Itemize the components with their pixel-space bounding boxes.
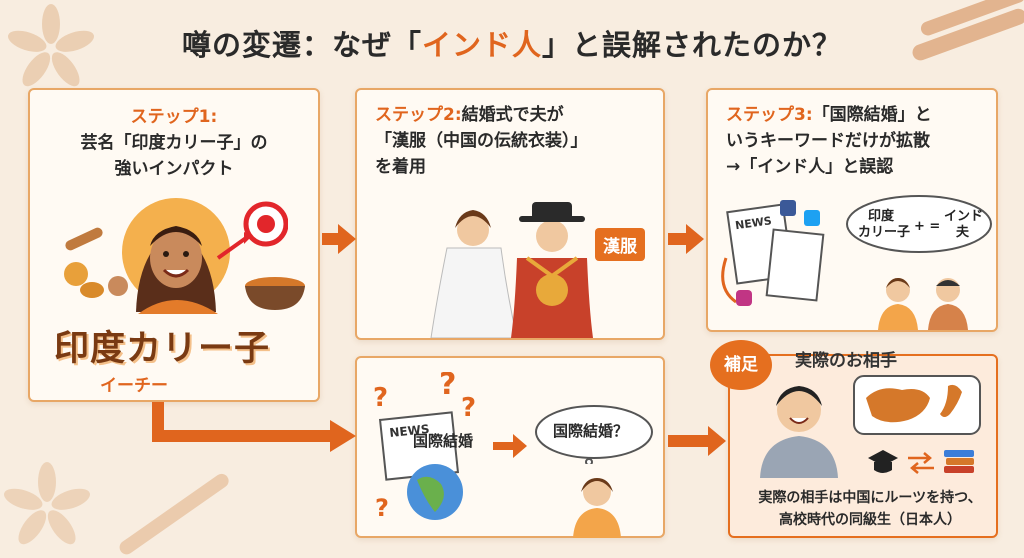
question-thought-bubble — [535, 405, 653, 464]
books-icon — [944, 450, 974, 473]
step3-line3: →「インド人」と誤認 — [726, 157, 894, 177]
note-caption-line1: 実際の相手は中国にルーツを持つ、 — [758, 490, 982, 506]
thinking-woman-icon — [573, 478, 621, 538]
arrow-right-icon — [493, 434, 527, 458]
step2-line1: 結婚式で夫が — [461, 105, 564, 125]
step1-label: ステップ1: — [130, 107, 218, 127]
logo-main-text: 印度カリー子 — [54, 329, 271, 369]
news-spread-icon: NEWS — [721, 200, 825, 306]
thought-bubble: 印度 カリー子 + = インド 夫 — [846, 195, 992, 253]
bubble-operator: + = — [914, 219, 940, 234]
bubble-left-l1: 印度 — [868, 208, 895, 224]
curry-pot-icon — [245, 277, 305, 310]
step1-line2: 強いインパクト — [114, 159, 234, 179]
bubble-right-l2: 夫 — [956, 224, 970, 240]
question-mark-icon: ? — [375, 494, 389, 522]
step2-card: ステップ2:結婚式で夫が 「漢服（中国の伝統衣装）」 を着用 漢服 — [355, 88, 665, 340]
step1-card: ステップ1: 芸名「印度カリー子」の 強いインパクト 印度カリー子 イーチー — [28, 88, 320, 402]
arrow-step1-to-step4 — [152, 402, 356, 452]
step3-label: ステップ3: — [726, 105, 813, 125]
arrow-step4-to-note — [668, 426, 726, 456]
exchange-arrows-icon — [908, 452, 934, 474]
hanfu-tag: 漢服 — [595, 228, 645, 261]
graduation-cap-icon — [868, 450, 898, 473]
news-headline: 国際結婚 — [413, 432, 474, 450]
woman-smiling-icon — [108, 198, 288, 314]
note-caption: 実際の相手は中国にルーツを持つ、 高校時代の同級生（日本人） — [740, 487, 1000, 531]
news-globe-icon: ? ? ? ? NEWS — [373, 372, 476, 522]
step3-news-text: NEWS — [734, 214, 772, 232]
note-title: 実際のお相手 — [795, 351, 897, 371]
man-smiling-icon — [760, 386, 838, 478]
step3-line2: いうキーワードだけが拡散 — [726, 131, 930, 151]
step3-line1: 「国際結婚」と — [812, 105, 932, 125]
note-caption-line2: 高校時代の同級生（日本人） — [779, 512, 961, 528]
step2-line3: を着用 — [375, 157, 426, 177]
two-people-icon — [878, 278, 968, 330]
step3-title: ステップ3:「国際結婚」と いうキーワードだけが拡散 →「インド人」と誤認 — [726, 102, 1014, 180]
arrow-step1-to-step2 — [322, 224, 356, 254]
bubble-left-l2: カリー子 — [858, 225, 910, 240]
star-anise-icon — [4, 462, 90, 545]
step4-card: ? ? ? ? NEWS 国際結婚 国際結婚？ — [355, 356, 665, 538]
note-badge: 補足 — [710, 340, 772, 390]
map-china-japan-icon — [853, 375, 981, 435]
step1-line1: 芸名「印度カリー子」の — [80, 133, 268, 153]
star-anise-icon — [8, 4, 94, 87]
page-title: 噂の変遷：なぜ「インド人」と誤解されたのか？ — [0, 22, 1024, 64]
arrow-step2-to-step3 — [668, 224, 704, 254]
thought-text: 国際結婚？ — [553, 422, 629, 440]
question-mark-icon: ? — [439, 372, 456, 402]
wedding-couple-icon — [430, 202, 593, 338]
step4-news-text: NEWS — [389, 422, 430, 440]
spices-icon — [64, 227, 104, 298]
bubble-right-l1: インド — [944, 209, 983, 224]
question-mark-icon: ? — [373, 383, 388, 413]
step2-label: ステップ2: — [375, 105, 462, 125]
curry-logo: 印度カリー子 イーチー — [54, 320, 284, 396]
title-text-after: 」と誤解されたのか？ — [542, 28, 843, 62]
cinnamon-stick-icon — [119, 473, 229, 555]
question-mark-icon: ? — [461, 393, 476, 423]
title-highlight: インド人 — [421, 28, 542, 62]
step2-title: ステップ2:結婚式で夫が 「漢服（中国の伝統衣装）」 を着用 — [375, 102, 681, 180]
step2-line2: 「漢服（中国の伝統衣装）」 — [375, 131, 588, 151]
step1-title: ステップ1: 芸名「印度カリー子」の 強いインパクト — [30, 104, 318, 182]
step3-card: ステップ3:「国際結婚」と いうキーワードだけが拡散 →「インド人」と誤認 NE… — [706, 88, 998, 332]
logo-sub-text: イーチー — [100, 376, 168, 396]
cinnamon-stick-icon — [912, 0, 1024, 61]
title-text-before: 噂の変遷：なぜ「 — [181, 28, 422, 62]
